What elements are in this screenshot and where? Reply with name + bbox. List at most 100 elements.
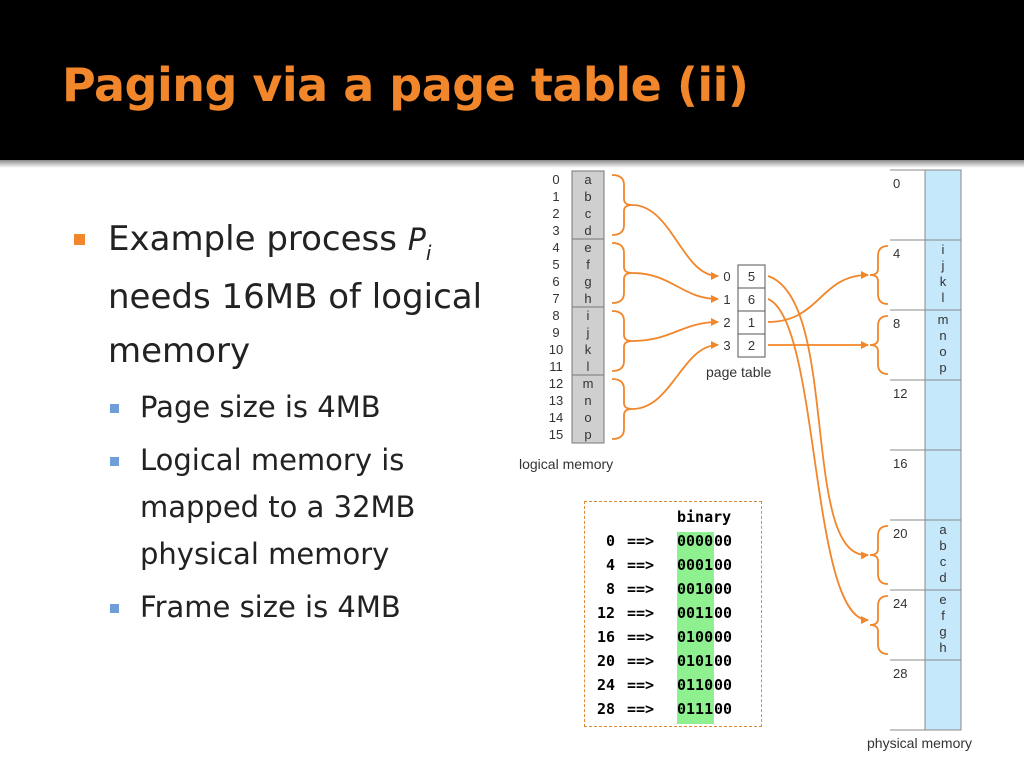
physical-memory-label: physical memory <box>867 735 972 751</box>
binary-row-offset-bits: 00 <box>714 628 733 646</box>
physical-frame-brace <box>869 315 889 375</box>
binary-row-page-bits: 0100 <box>677 628 715 646</box>
logical-address-label: 10 <box>549 342 563 357</box>
binary-row-arrow: ==> <box>627 676 655 694</box>
binary-row-arrow: ==> <box>627 580 655 598</box>
bullet-sub-mapping: Logical memory is mapped to a 32MB physi… <box>70 437 500 578</box>
binary-row-address: 4 <box>597 556 616 574</box>
binary-header: binary <box>677 508 732 526</box>
logical-memory-cell: c <box>585 206 592 221</box>
page-table-frame: 2 <box>748 338 755 353</box>
binary-row-address: 12 <box>597 604 616 622</box>
table-to-frame-arrow <box>767 271 869 323</box>
physical-memory-cell: h <box>939 640 946 655</box>
logical-address-label: 6 <box>552 274 559 289</box>
logical-address-label: 7 <box>552 291 559 306</box>
physical-memory-cell: a <box>939 522 947 537</box>
page-to-table-arrow <box>631 204 719 280</box>
bullet-list: Example process Pi needs 16MB of logical… <box>70 212 500 631</box>
binary-row-arrow: ==> <box>627 532 655 550</box>
logical-memory-cell: o <box>584 410 591 425</box>
binary-row-address: 16 <box>597 628 616 646</box>
physical-memory-cell: e <box>939 592 946 607</box>
logical-page-brace <box>611 310 633 372</box>
physical-address-label: 4 <box>893 246 900 261</box>
physical-memory-cell: b <box>939 538 946 553</box>
physical-frame <box>924 519 962 591</box>
mapping-arrows <box>611 174 889 655</box>
slide-content <box>0 162 1024 768</box>
physical-frame <box>924 309 962 381</box>
physical-memory-cell: n <box>939 328 946 343</box>
physical-address-label: 20 <box>893 526 907 541</box>
physical-memory-cell: i <box>942 242 945 257</box>
binary-row-offset-bits: 00 <box>714 580 733 598</box>
binary-row-offset-bits: 00 <box>714 556 733 574</box>
binary-row-page-bits: 0101 <box>677 652 715 670</box>
physical-address-label: 0 <box>893 176 900 191</box>
binary-row-page-bits: 0110 <box>677 676 715 694</box>
physical-frame <box>924 239 962 311</box>
physical-memory-cell: f <box>941 608 945 623</box>
logical-memory-cell: i <box>587 308 590 323</box>
page-to-table-arrow <box>631 341 719 410</box>
logical-address-label: 4 <box>552 240 559 255</box>
binary-row-address: 28 <box>597 700 616 718</box>
logical-memory-cell: g <box>584 274 591 289</box>
table-to-frame-arrow <box>767 298 869 624</box>
logical-memory-cell: b <box>584 189 591 204</box>
logical-memory-cell: a <box>584 172 592 187</box>
logical-memory-cell: d <box>584 223 591 238</box>
logical-memory-cell: m <box>583 376 594 391</box>
page-table-frame: 5 <box>748 269 755 284</box>
page-table-index: 2 <box>723 315 730 330</box>
binary-row-address: 20 <box>597 652 616 670</box>
physical-memory-cell: c <box>940 554 947 569</box>
binary-row-arrow: ==> <box>627 652 655 670</box>
logical-address-label: 0 <box>552 172 559 187</box>
logical-address-label: 13 <box>549 393 563 408</box>
title-bar: Paging via a page table (ii) <box>0 0 1024 160</box>
binary-row-address: 8 <box>597 580 616 598</box>
physical-address-label: 28 <box>893 666 907 681</box>
logical-memory-cell: f <box>586 257 590 272</box>
binary-row-offset-bits: 00 <box>714 652 733 670</box>
physical-frame <box>924 659 962 731</box>
logical-address-label: 15 <box>549 427 563 442</box>
logical-memory-cell: h <box>584 291 591 306</box>
physical-memory-cell: l <box>942 290 945 305</box>
physical-frame-brace <box>869 245 889 305</box>
physical-address-label: 24 <box>893 596 907 611</box>
physical-memory-cell: p <box>939 360 946 375</box>
binary-row-address: 0 <box>597 532 616 550</box>
physical-address-label: 16 <box>893 456 907 471</box>
bullet-main: Example process Pi needs 16MB of logical… <box>70 212 500 378</box>
bullet-main-text: Example process <box>108 219 408 259</box>
binary-row-arrow: ==> <box>627 700 655 718</box>
logical-page-brace <box>611 242 633 304</box>
binary-row-page-bits: 0000 <box>677 532 715 550</box>
physical-memory-cell: k <box>940 274 947 289</box>
logical-address-label: 5 <box>552 257 559 272</box>
binary-row-offset-bits: 00 <box>714 700 733 718</box>
binary-row-arrow: ==> <box>627 628 655 646</box>
logical-memory-cell: p <box>584 427 591 442</box>
bullet-sub-page-size: Page size is 4MB <box>70 384 500 431</box>
page-table-index: 3 <box>723 338 730 353</box>
logical-memory-cell: k <box>585 342 592 357</box>
binary-row-page-bits: 0001 <box>677 556 715 574</box>
physical-memory-cell: m <box>938 312 949 327</box>
physical-frame <box>924 449 962 521</box>
page-table-index: 1 <box>723 292 730 307</box>
physical-memory-cell: g <box>939 624 946 639</box>
page-to-table-arrow <box>631 318 719 342</box>
